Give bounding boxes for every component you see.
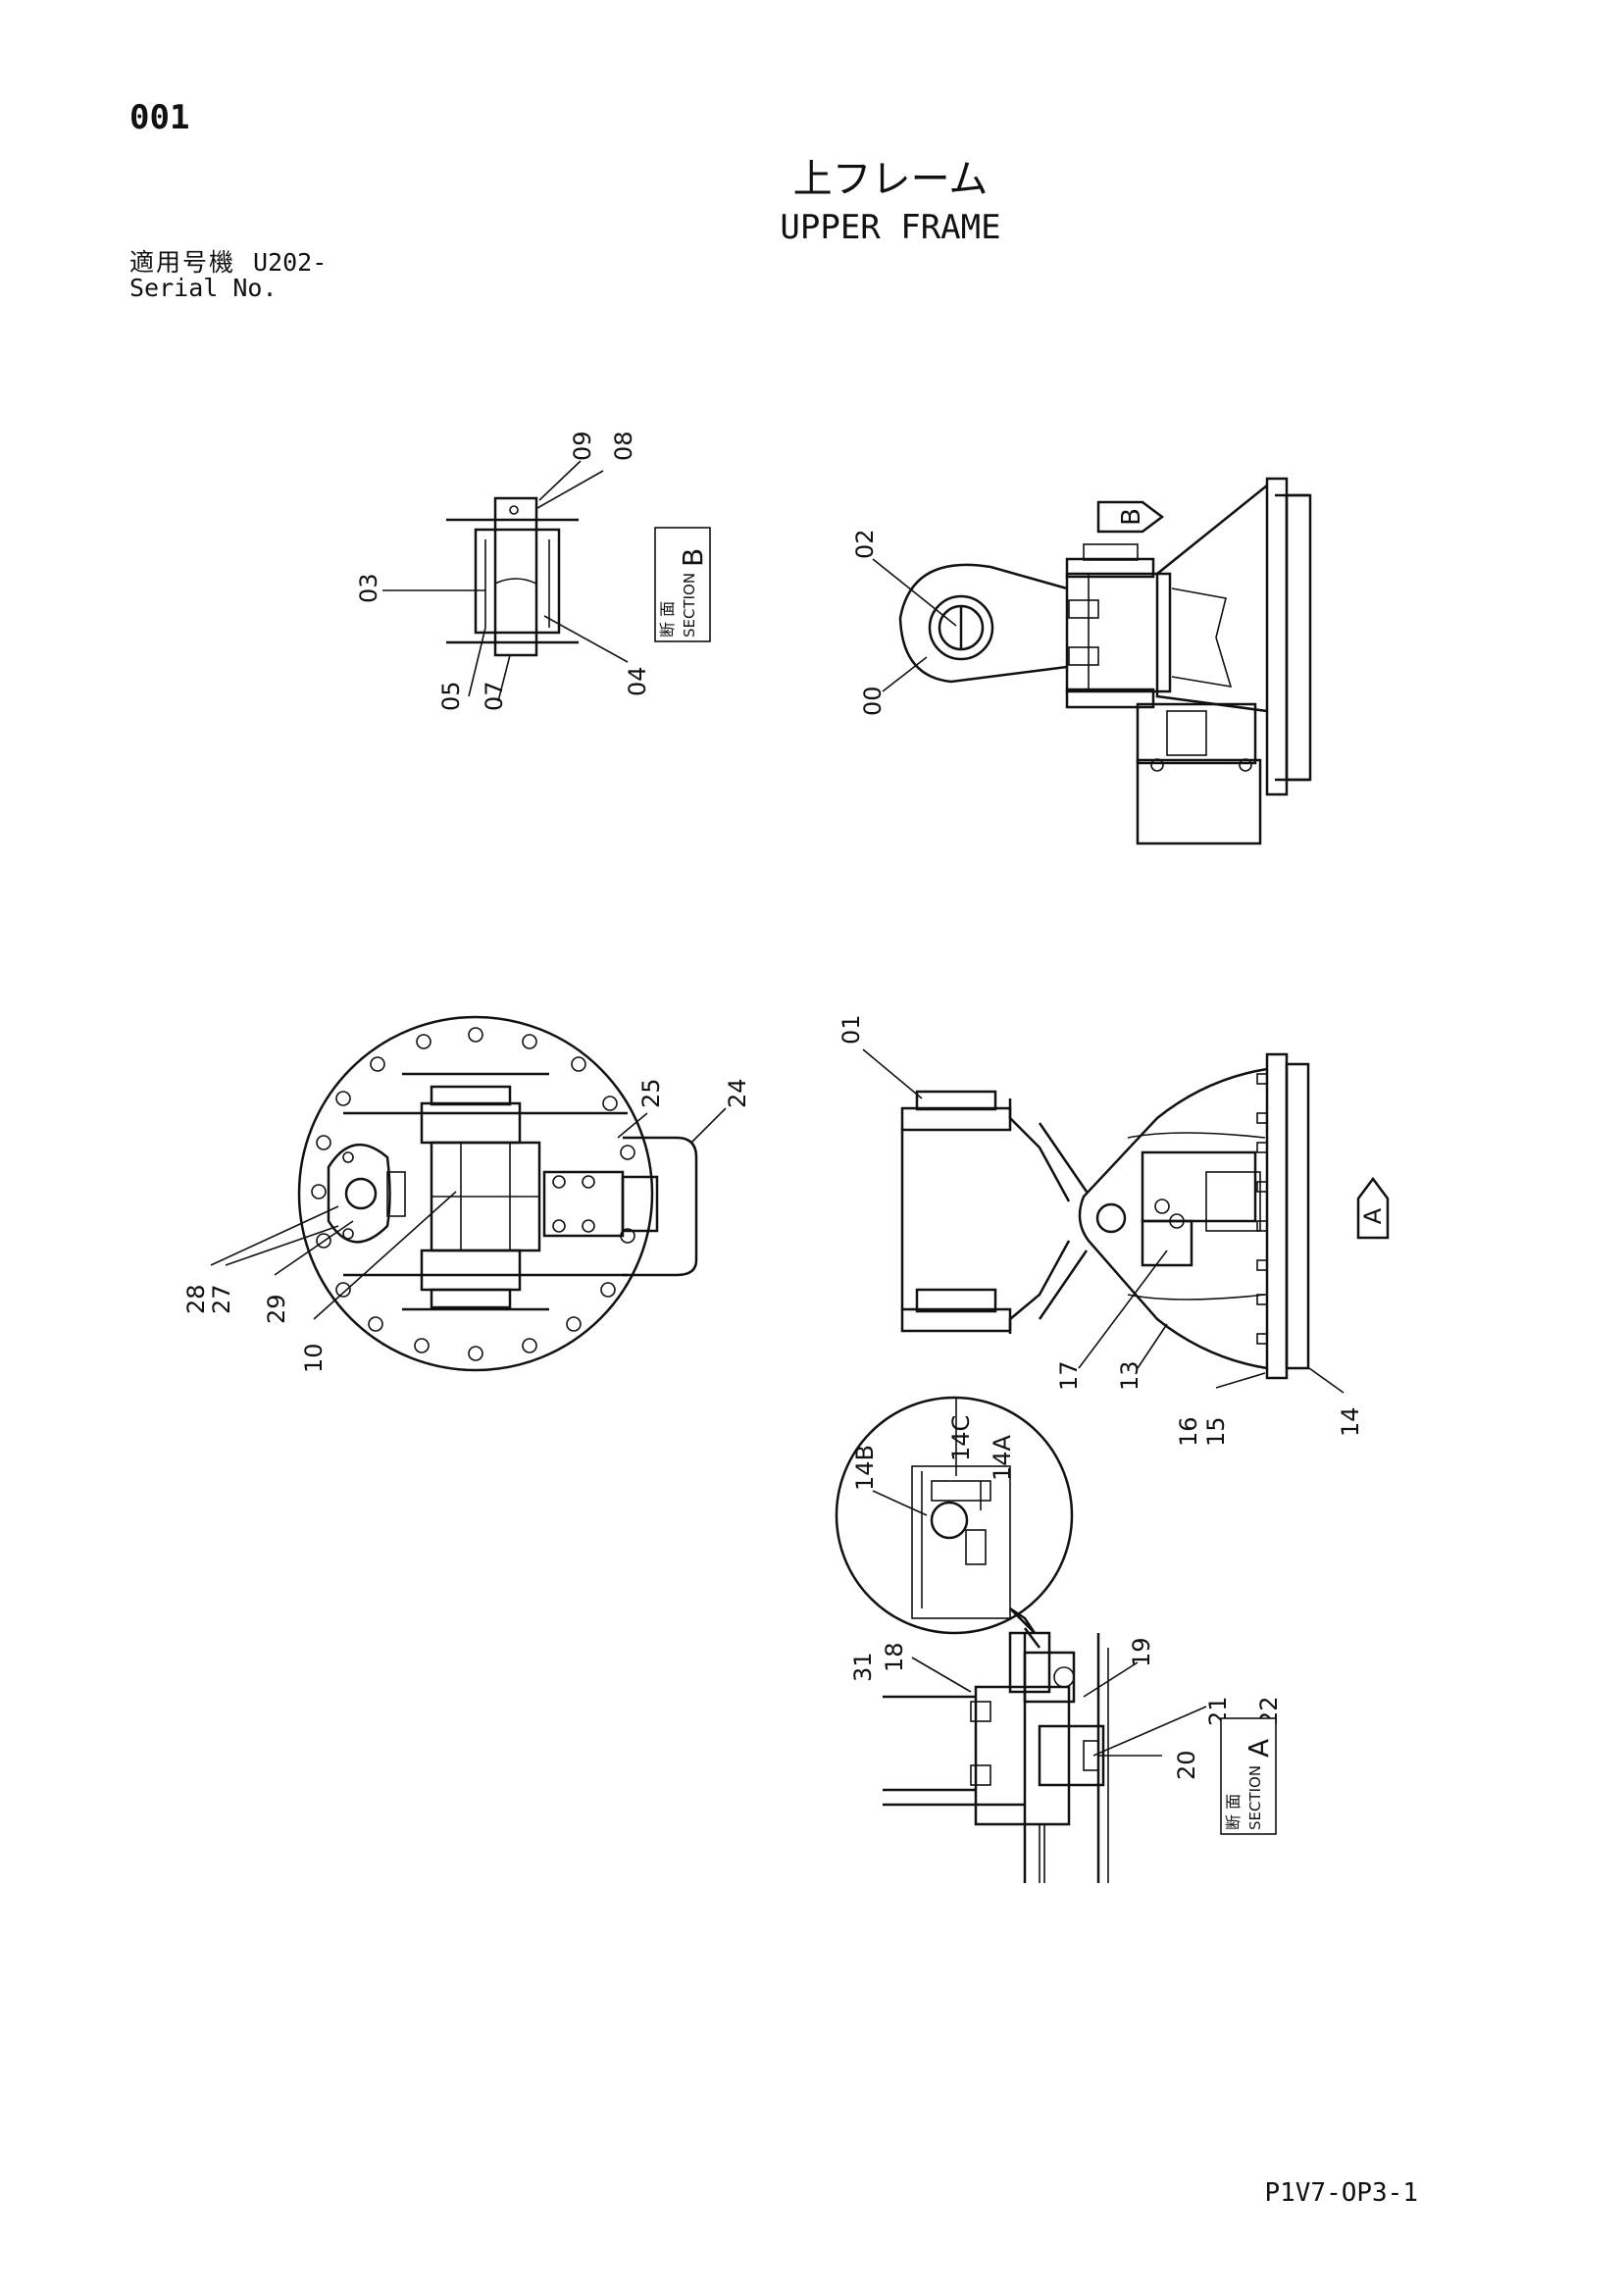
callout-14a: 14A — [989, 1434, 1016, 1481]
callout-25: 25 — [637, 1078, 665, 1108]
callout-20: 20 — [1173, 1750, 1200, 1780]
callout-09: 09 — [569, 431, 596, 461]
callout-07: 07 — [481, 681, 508, 711]
serial-block: 適用号機 U202- Serial No. — [129, 250, 327, 301]
section-b-ja: 断 面 — [658, 601, 677, 638]
side-view-bottom — [862, 1048, 1390, 1394]
callout-28: 28 — [182, 1284, 210, 1314]
callout-15: 15 — [1202, 1416, 1230, 1447]
callout-13: 13 — [1116, 1360, 1143, 1391]
callout-10: 10 — [300, 1343, 328, 1373]
callout-17: 17 — [1055, 1360, 1083, 1391]
section-b-view — [382, 460, 629, 702]
section-a-label: 断 面 SECTION A — [1220, 1717, 1277, 1835]
section-a-en: SECTION — [1246, 1765, 1264, 1830]
callout-16: 16 — [1175, 1416, 1202, 1447]
arrow-a-letter: A — [1359, 1207, 1387, 1224]
callout-27: 27 — [208, 1284, 235, 1314]
callout-14c: 14C — [947, 1415, 975, 1461]
serial-label-ja: 適用号機 — [129, 248, 236, 277]
section-b-en: SECTION — [681, 573, 698, 638]
callout-29: 29 — [263, 1294, 290, 1324]
top-view-plate — [210, 1015, 727, 1372]
callout-18: 18 — [881, 1642, 908, 1672]
callout-02: 02 — [851, 529, 879, 559]
section-b-label: 断 面 SECTION B — [654, 527, 711, 642]
title-block: 上フレーム UPPER FRAME — [0, 147, 1624, 247]
arrow-b-letter: B — [1117, 508, 1146, 526]
section-a-letter: A — [1243, 1739, 1275, 1758]
serial-model: U202- — [253, 248, 328, 277]
side-view-top — [872, 477, 1312, 845]
callout-08: 08 — [610, 431, 637, 461]
callout-01: 01 — [837, 1014, 865, 1045]
callout-14b: 14B — [851, 1445, 879, 1491]
serial-label-en: Serial No. — [129, 274, 278, 302]
section-b-letter: B — [677, 548, 709, 567]
callout-31: 31 — [849, 1652, 877, 1682]
page-number: 001 — [129, 98, 190, 137]
callout-04: 04 — [624, 666, 651, 696]
callout-14: 14 — [1337, 1406, 1364, 1437]
callout-00: 00 — [859, 686, 887, 716]
title-japanese: 上フレーム — [792, 157, 989, 202]
section-a-ja: 断 面 — [1224, 1794, 1243, 1830]
title-english: UPPER FRAME — [780, 208, 1001, 247]
detail-circle — [835, 1396, 1074, 1635]
callout-05: 05 — [437, 681, 465, 711]
drawing-code: P1V7-OP3-1 — [1264, 2178, 1418, 2208]
callout-19: 19 — [1128, 1637, 1155, 1667]
section-a-view — [883, 1627, 1207, 1883]
callout-24: 24 — [724, 1078, 751, 1108]
callout-03: 03 — [355, 573, 382, 603]
